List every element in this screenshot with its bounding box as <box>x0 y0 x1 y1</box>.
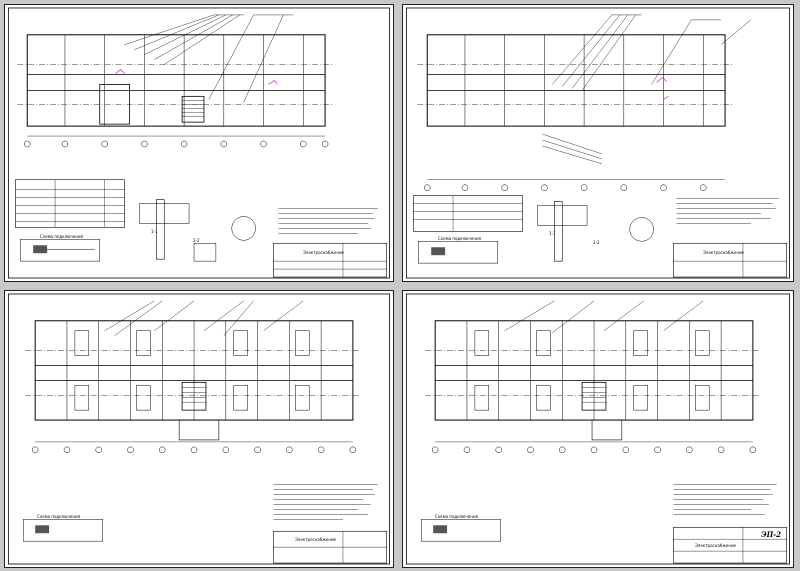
drawing-sheet-2: Электроснабжение Схема подключения 1-1 2… <box>402 4 794 282</box>
title-block-text: Электроснабжение <box>295 537 337 542</box>
section-label: 2-2 <box>193 238 200 243</box>
schema-title: Схема подключения <box>37 514 80 519</box>
title-block-text: Электроснабжение <box>303 250 345 255</box>
schema-title: Схема подключения <box>435 514 478 519</box>
plan-drawing <box>405 293 791 565</box>
schema-title: Схема подключения <box>438 236 481 241</box>
title-block-text: Электроснабжение <box>703 250 745 255</box>
section-label: 1-1 <box>151 229 158 234</box>
plan-drawing <box>7 293 391 565</box>
plan-drawing <box>7 7 391 279</box>
sheet-stamp: ЭП-2 <box>761 530 781 539</box>
section-label: 1-1 <box>549 231 556 236</box>
drawing-sheet-4: Электроснабжение Схема подключения ЭП-2 <box>402 290 794 568</box>
section-label: 2-2 <box>593 240 600 245</box>
drawing-sheet-3: Электроснабжение Схема подключения <box>4 290 394 568</box>
title-block-text: Электроснабжение <box>695 543 737 548</box>
drawing-sheet-1: Электроснабжение Схема подключения 1-1 2… <box>4 4 394 282</box>
schema-title: Схема подключения <box>40 234 83 239</box>
plan-drawing <box>405 7 791 279</box>
